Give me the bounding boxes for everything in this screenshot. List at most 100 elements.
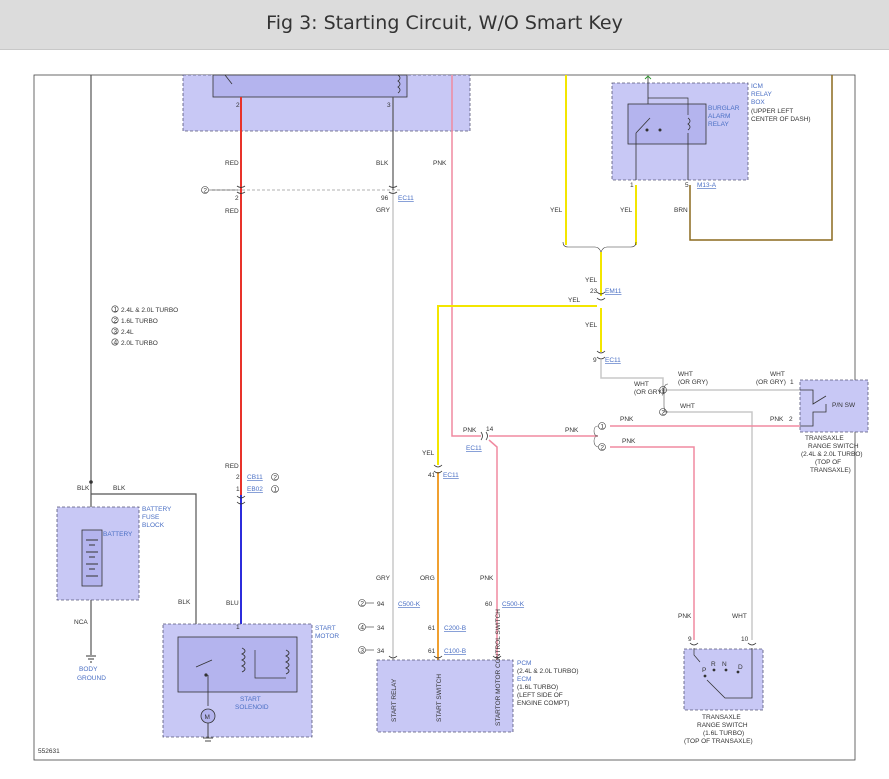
marker-cb11-text: 2 xyxy=(273,474,277,481)
connector-ec11-top-icon xyxy=(388,185,398,194)
wire-pnk-trs-bottom xyxy=(610,446,695,640)
relay-coil-icon xyxy=(687,117,691,131)
body-ground-1: BODY xyxy=(79,666,98,673)
marker-2-top-text: 2 xyxy=(203,187,207,194)
trs-bottom-in xyxy=(693,648,701,663)
pin-5-icm: 5 xyxy=(685,182,689,189)
marker-1-wht-text: 1 xyxy=(661,387,665,394)
marker-1-pnk-text: 1 xyxy=(600,423,604,430)
label-wht-1b: (OR GRY) xyxy=(678,379,708,386)
wire-pnk-to-pcm xyxy=(488,439,498,660)
conn-c100b: C100-B xyxy=(444,648,466,655)
marker-cb11 xyxy=(271,473,279,481)
marker-eb02 xyxy=(271,485,279,493)
pn-sw-label: P/N SW xyxy=(832,402,856,409)
conn-m13a: M13-A xyxy=(697,182,717,189)
icm-top-terminal-icon xyxy=(644,75,652,104)
pos-p: P xyxy=(702,667,706,674)
pcm-line-2: (2.4L & 2.0L TURBO) xyxy=(517,668,579,675)
trs-top-4: (TOP OF xyxy=(815,459,841,466)
start-motor-1: START xyxy=(315,625,336,632)
trs-bottom-4: (TOP OF TRANSAXLE) xyxy=(684,738,753,745)
label-pnk-trs-2: PNK xyxy=(622,438,636,445)
start-solenoid-2: SOLENOID xyxy=(235,704,269,711)
connector-red-icon xyxy=(236,185,246,194)
label-blk-mid: BLK xyxy=(376,160,389,167)
pin-2-trs-top: 2 xyxy=(789,416,793,423)
marker-eb02-text: 1 xyxy=(273,486,277,493)
relay-line-2: ALARM xyxy=(708,113,730,120)
pcm-connector-icon xyxy=(388,655,502,659)
relay-internal xyxy=(648,97,689,115)
legend-marker-2: 2 xyxy=(114,317,118,324)
label-wht-trs-bottom: WHT xyxy=(732,613,747,620)
motor-symbol: M xyxy=(205,714,210,721)
label-pnk-trs-3: PNK xyxy=(770,416,784,423)
legend-marker-1: 1 xyxy=(114,306,118,313)
solenoid-coil-1-icon xyxy=(240,647,246,673)
body-ground-2: GROUND xyxy=(77,675,106,682)
pin-1-motor: 1 xyxy=(236,624,240,631)
label-pnk-pcm: PNK xyxy=(480,575,494,582)
bfb-line-1: BATTERY xyxy=(142,506,172,513)
icm-title-3: BOX xyxy=(751,99,765,106)
legend-4: 2.0L TURBO xyxy=(121,340,158,347)
pos-r: R xyxy=(711,661,716,668)
legend-3: 2.4L xyxy=(121,329,134,336)
pos-n: N xyxy=(722,661,727,668)
conn-cb11: CB11 xyxy=(247,474,263,481)
pin-top-2: 2 xyxy=(236,102,240,109)
trs-bottom-1: TRANSAXLE xyxy=(702,714,741,721)
icm-note-1: (UPPER LEFT xyxy=(751,108,793,115)
wire-blk-to-motor xyxy=(91,493,197,640)
pos-p-dot xyxy=(703,674,707,678)
title-bar: Fig 3: Starting Circuit, W/O Smart Key xyxy=(0,0,889,50)
pin-10-trs: 10 xyxy=(741,636,749,643)
trs-top-internal xyxy=(800,404,827,427)
pin-34-b: 34 xyxy=(377,648,385,655)
pin-1-trs-top: 1 xyxy=(790,379,794,386)
legend-2: 1.6L TURBO xyxy=(121,318,158,325)
pin-1-icm: 1 xyxy=(630,182,634,189)
battery-cells-icon xyxy=(86,539,98,577)
splice-dot xyxy=(89,480,93,484)
conn-ec11-pnk: EC11 xyxy=(466,445,482,452)
legend-marker-3: 3 xyxy=(114,328,118,335)
pcm-line-5: (LEFT SIDE OF xyxy=(517,692,563,699)
pin-2-red: 2 xyxy=(235,195,239,202)
label-red-1: RED xyxy=(225,160,239,167)
conn-ec11-org: EC11 xyxy=(443,472,459,479)
pin-23: 23 xyxy=(590,288,598,295)
pin-61-a: 61 xyxy=(428,625,436,632)
relay-contact-2 xyxy=(658,128,662,132)
pin-94: 94 xyxy=(377,601,385,608)
trs-top-switch xyxy=(800,389,827,405)
marker-2-pnk xyxy=(598,443,606,451)
label-wht-1: WHT xyxy=(678,371,693,378)
pcm-pin-start-switch: START SWITCH xyxy=(436,674,443,722)
pos-n-dot xyxy=(724,668,728,672)
label-wht-2b: (OR GRY) xyxy=(634,389,664,396)
label-pnk-right: PNK xyxy=(565,427,579,434)
label-blk-2: BLK xyxy=(113,485,126,492)
label-wht-3: WHT xyxy=(770,371,785,378)
pnk-split-brace xyxy=(593,425,599,448)
trs-top-1: TRANSAXLE xyxy=(805,435,844,442)
marker-2-pcm-text: 2 xyxy=(360,600,364,607)
conn-c500k-b: C500-K xyxy=(502,601,525,608)
connector-em11-icon xyxy=(596,291,606,301)
pos-d-dot xyxy=(736,670,740,674)
icm-title-1: ICM xyxy=(751,83,763,90)
label-wht-2: WHT xyxy=(634,381,649,388)
upper-switch xyxy=(224,74,233,85)
marker-1-pnk xyxy=(598,422,606,430)
label-pnk-trs-1: PNK xyxy=(620,416,634,423)
conn-ec11-top: EC11 xyxy=(398,195,414,202)
solenoid-contact xyxy=(204,673,208,677)
pin-9-ec11: 9 xyxy=(593,357,597,364)
start-solenoid-box xyxy=(177,636,298,693)
pin-9-trs: 9 xyxy=(688,636,692,643)
wire-yel-to-ec11 xyxy=(437,305,597,465)
marker-2-top xyxy=(201,186,209,194)
marker-3-pcm-text: 3 xyxy=(360,647,364,654)
